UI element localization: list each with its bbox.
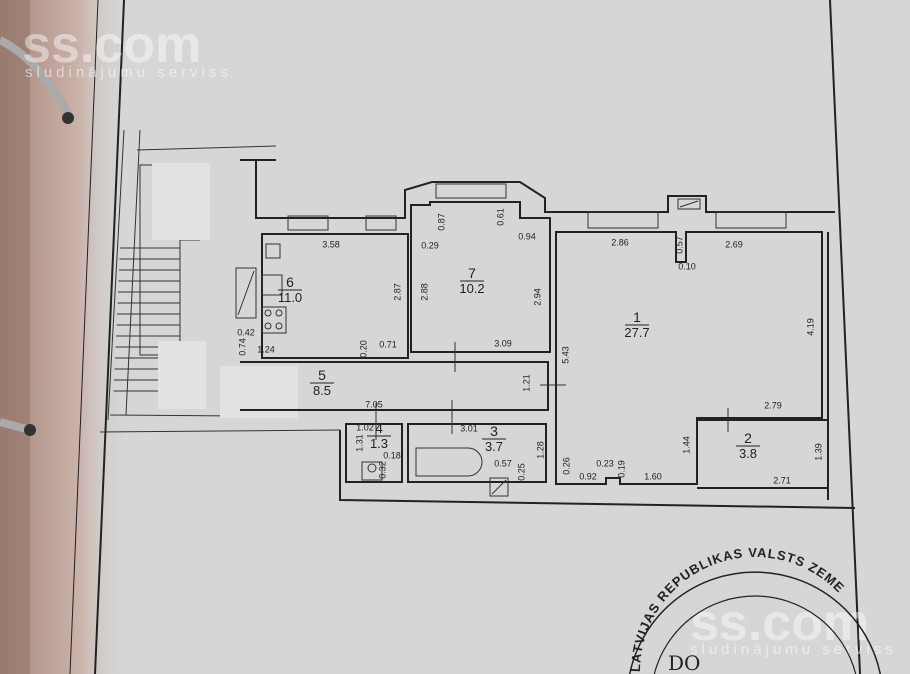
staircase bbox=[99, 129, 341, 433]
dimension-label: 0.19 bbox=[616, 460, 626, 478]
room-label: 58.5 bbox=[310, 367, 334, 398]
dimension-label: 1.02 bbox=[356, 422, 374, 432]
room-label: 710.2 bbox=[459, 265, 484, 296]
room-area: 10.2 bbox=[459, 281, 484, 296]
dimension-label: 1.39 bbox=[813, 443, 823, 461]
room-label: 41.3 bbox=[367, 420, 391, 451]
dimension-label: 1.28 bbox=[535, 441, 545, 459]
room-number: 7 bbox=[468, 265, 476, 281]
room-area: 3.7 bbox=[485, 439, 503, 454]
dimension-label: 7.05 bbox=[365, 399, 383, 409]
dimension-label: 2.94 bbox=[532, 288, 542, 306]
dimension-label: 0.23 bbox=[596, 458, 614, 468]
door-marks bbox=[375, 342, 729, 440]
dimension-label: 0.87 bbox=[436, 213, 446, 231]
walls bbox=[240, 159, 856, 509]
room-number: 4 bbox=[375, 420, 383, 436]
dimension-label: 0.18 bbox=[383, 450, 401, 460]
watermark-tagline: sludinājumu serviss bbox=[25, 64, 232, 81]
dimension-label: 0.57 bbox=[674, 236, 684, 254]
bathtub-icon bbox=[415, 447, 483, 477]
dimension-label: 0.94 bbox=[518, 231, 536, 241]
binder-ring-icon bbox=[0, 36, 74, 436]
redacted-area bbox=[152, 163, 210, 240]
dimension-label: 0.42 bbox=[237, 327, 255, 337]
dimension-label: 1.31 bbox=[354, 434, 364, 452]
dimension-label: 2.88 bbox=[419, 283, 429, 301]
dimension-label: 4.19 bbox=[805, 318, 815, 336]
dimension-label: 0.10 bbox=[678, 261, 696, 271]
dimension-label: 1.44 bbox=[681, 436, 691, 454]
room-area: 11.0 bbox=[278, 290, 302, 305]
room-area: 8.5 bbox=[313, 383, 331, 398]
room-number: 3 bbox=[490, 423, 498, 439]
dimension-label: 0.57 bbox=[494, 458, 512, 468]
dimension-label: 2.87 bbox=[392, 283, 402, 301]
kitchen-fixtures bbox=[235, 243, 287, 334]
dimension-label: 2.86 bbox=[611, 237, 629, 247]
dimension-label: 5.43 bbox=[560, 346, 570, 364]
room-label: 33.7 bbox=[482, 423, 506, 454]
dimension-label: 0.61 bbox=[495, 208, 505, 226]
room-area: 27.7 bbox=[624, 325, 649, 340]
room-label: 127.7 bbox=[624, 309, 649, 340]
dimension-label: 1.60 bbox=[644, 471, 662, 481]
dimension-label: 0.20 bbox=[358, 340, 368, 358]
dimension-label: 0.26 bbox=[561, 457, 571, 475]
room-area: 3.8 bbox=[739, 446, 757, 461]
dimension-label: 3.58 bbox=[322, 239, 340, 249]
room-area: 1.3 bbox=[370, 436, 388, 451]
dimension-label: 0.25 bbox=[516, 463, 526, 481]
dimension-label: 2.69 bbox=[725, 239, 743, 249]
page-border bbox=[69, 0, 861, 674]
room-number: 6 bbox=[286, 274, 294, 290]
dimension-label: 1.24 bbox=[257, 344, 275, 354]
watermark-tagline: sludinājumu serviss bbox=[690, 641, 897, 658]
windows bbox=[287, 183, 787, 231]
dimension-label: 0.29 bbox=[421, 240, 439, 250]
watermark-brand: ss.com bbox=[22, 16, 201, 74]
watermark-logo: ss.com sludinājumu serviss ss.com sludin… bbox=[22, 16, 897, 658]
redacted-area bbox=[158, 341, 206, 409]
dimension-label: 0.92 bbox=[579, 471, 597, 481]
dimension-label: 1.21 bbox=[521, 374, 531, 392]
dimension-label: 2.79 bbox=[764, 400, 782, 410]
dimension-label: 2.71 bbox=[773, 475, 791, 485]
room-label: 23.8 bbox=[736, 430, 760, 461]
room-number: 1 bbox=[633, 309, 641, 325]
dimension-label: 0.32 bbox=[377, 461, 387, 479]
dimension-label: 3.01 bbox=[460, 423, 478, 433]
dimension-label: 0.74 bbox=[237, 338, 247, 356]
vent-icon bbox=[489, 477, 509, 497]
room-number: 2 bbox=[744, 430, 752, 446]
dimension-label: 0.71 bbox=[379, 339, 397, 349]
room-label: 611.0 bbox=[278, 274, 302, 305]
room-number: 5 bbox=[318, 367, 326, 383]
toilet-icon bbox=[361, 461, 383, 481]
stamp-inner-text: DO bbox=[668, 651, 700, 674]
dimension-label: 3.09 bbox=[494, 338, 512, 348]
